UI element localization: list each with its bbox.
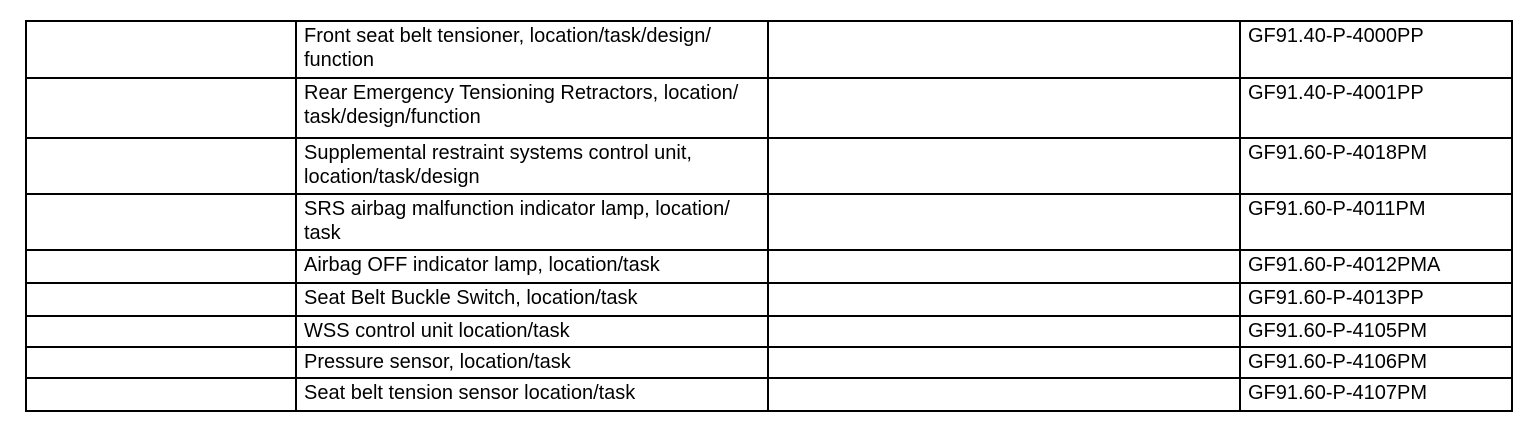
cell-document-code: GF91.40-P-4000PP — [1239, 20, 1513, 79]
cell-description: Front seat belt tensioner, location/​tas… — [295, 20, 769, 79]
cell-description: SRS airbag malfunction indicator lamp, l… — [295, 193, 769, 251]
cell-document-code: GF91.60-P-4106PM — [1239, 346, 1513, 379]
cell-blank-mid — [767, 282, 1241, 317]
cell-blank-left — [25, 20, 297, 79]
table-row: Front seat belt tensioner, location/​tas… — [25, 20, 1513, 79]
cell-blank-left — [25, 137, 297, 195]
cell-description: Airbag OFF indicator lamp, location/​tas… — [295, 249, 769, 284]
cell-blank-mid — [767, 77, 1241, 139]
cell-blank-mid — [767, 193, 1241, 251]
table-row: Seat Belt Buckle Switch, location/​task … — [25, 282, 1513, 317]
cell-blank-mid — [767, 20, 1241, 79]
cell-blank-left — [25, 377, 297, 412]
cell-blank-left — [25, 77, 297, 139]
cell-blank-mid — [767, 249, 1241, 284]
cell-description: WSS control unit location/​task — [295, 315, 769, 348]
table-row: Supplemental restraint systems control u… — [25, 137, 1513, 195]
cell-blank-left — [25, 249, 297, 284]
cell-document-code: GF91.60-P-4012PMA — [1239, 249, 1513, 284]
cell-description: Seat Belt Buckle Switch, location/​task — [295, 282, 769, 317]
service-index-table: Front seat belt tensioner, location/​tas… — [25, 20, 1513, 412]
cell-blank-mid — [767, 315, 1241, 348]
table-row: SRS airbag malfunction indicator lamp, l… — [25, 193, 1513, 251]
table-row: Airbag OFF indicator lamp, location/​tas… — [25, 249, 1513, 284]
cell-document-code: GF91.60-P-4013PP — [1239, 282, 1513, 317]
cell-blank-left — [25, 346, 297, 379]
cell-description: Rear Emergency Tensioning Retractors, lo… — [295, 77, 769, 139]
cell-blank-mid — [767, 346, 1241, 379]
cell-description: Seat belt tension sensor location/​task — [295, 377, 769, 412]
cell-document-code: GF91.60-P-4105PM — [1239, 315, 1513, 348]
table-row: Rear Emergency Tensioning Retractors, lo… — [25, 77, 1513, 139]
cell-description: Pressure sensor, location/​task — [295, 346, 769, 379]
cell-document-code: GF91.60-P-4018PM — [1239, 137, 1513, 195]
table-row: WSS control unit location/​task GF91.60-… — [25, 315, 1513, 348]
cell-document-code: GF91.60-P-4107PM — [1239, 377, 1513, 412]
cell-blank-mid — [767, 377, 1241, 412]
cell-blank-mid — [767, 137, 1241, 195]
cell-document-code: GF91.60-P-4011PM — [1239, 193, 1513, 251]
cell-blank-left — [25, 193, 297, 251]
cell-document-code: GF91.40-P-4001PP — [1239, 77, 1513, 139]
cell-description: Supplemental restraint systems control u… — [295, 137, 769, 195]
table-row: Pressure sensor, location/​task GF91.60-… — [25, 346, 1513, 379]
table-row: Seat belt tension sensor location/​task … — [25, 377, 1513, 412]
cell-blank-left — [25, 315, 297, 348]
cell-blank-left — [25, 282, 297, 317]
